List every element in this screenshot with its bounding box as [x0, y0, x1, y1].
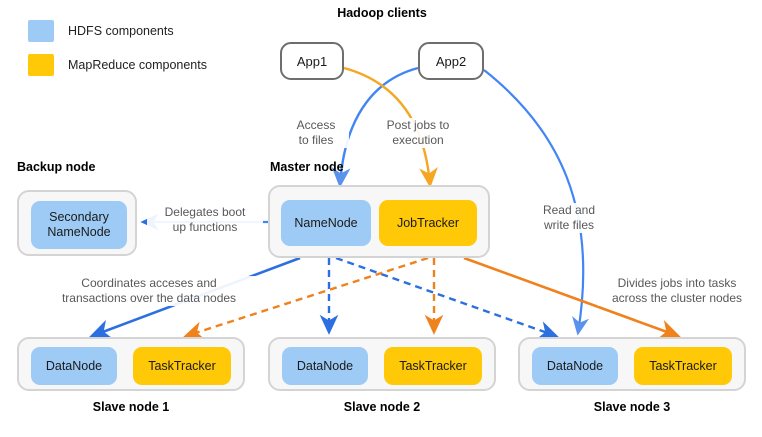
legend-swatch-mapreduce [28, 54, 54, 76]
edge-namenode-to-slave3-datanode [335, 256, 559, 340]
legend-item-hdfs: HDFS components [28, 20, 174, 42]
legend-label-mapreduce: MapReduce components [68, 58, 207, 72]
backup-node-label: Backup node [17, 160, 96, 174]
master-node-label: Master node [270, 160, 344, 174]
slave-node-1-container: DataNode TaskTracker [17, 337, 245, 391]
component-slave2-tasktracker[interactable]: TaskTracker [384, 347, 482, 385]
caption-coordinates: Coordinates acceses and transactions ove… [34, 276, 264, 306]
component-jobtracker[interactable]: JobTracker [379, 200, 477, 246]
slave-node-2-container: DataNode TaskTracker [268, 337, 496, 391]
component-secondary-namenode[interactable]: Secondary NameNode [31, 201, 127, 249]
client-app2[interactable]: App2 [418, 42, 484, 80]
component-slave3-tasktracker[interactable]: TaskTracker [634, 347, 732, 385]
slave-node-1-label: Slave node 1 [92, 400, 170, 414]
edge-app2-to-slave3 [483, 69, 590, 336]
client-app2-label: App2 [435, 53, 467, 69]
legend-label-hdfs: HDFS components [68, 24, 174, 38]
master-node-container: NameNode JobTracker [268, 185, 490, 258]
caption-divides-jobs: Divides jobs into tasks across the clust… [598, 276, 756, 306]
client-app1[interactable]: App1 [280, 42, 344, 80]
component-namenode[interactable]: NameNode [281, 200, 371, 246]
component-slave1-datanode[interactable]: DataNode [31, 347, 117, 385]
legend-swatch-hdfs [28, 20, 54, 42]
component-slave1-tasktracker[interactable]: TaskTracker [133, 347, 231, 385]
caption-access-to-files: Access to files [283, 118, 349, 148]
client-app1-label: App1 [296, 53, 328, 69]
caption-delegates: Delegates boot up functions [147, 205, 263, 235]
caption-post-jobs: Post jobs to execution [370, 118, 466, 148]
hadoop-clients-title: Hadoop clients [337, 6, 427, 20]
backup-node-container: Secondary NameNode [17, 190, 137, 256]
caption-read-write: Read and write files [530, 203, 608, 233]
component-slave3-datanode[interactable]: DataNode [532, 347, 618, 385]
legend-item-mapreduce: MapReduce components [28, 54, 207, 76]
component-slave2-datanode[interactable]: DataNode [282, 347, 368, 385]
slave-node-3-container: DataNode TaskTracker [518, 337, 746, 391]
slave-node-3-label: Slave node 3 [593, 400, 671, 414]
slave-node-2-label: Slave node 2 [343, 400, 421, 414]
